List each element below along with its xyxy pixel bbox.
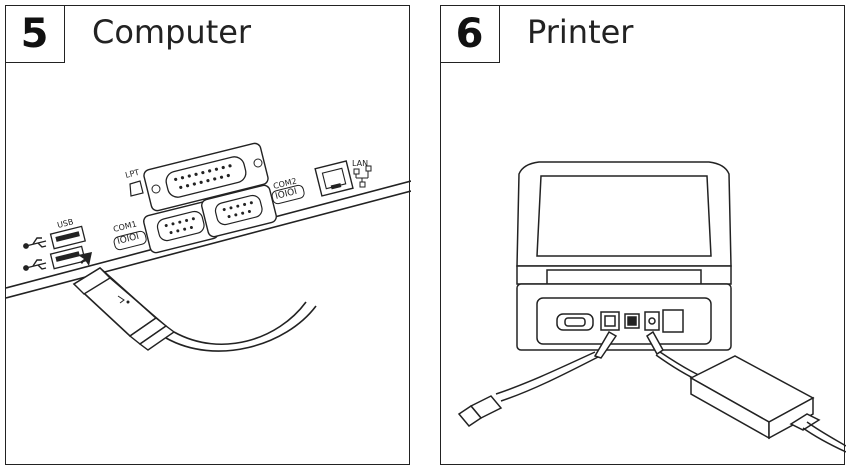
printer-illustration <box>441 6 846 466</box>
lpt-label: LPT <box>124 168 140 180</box>
printer-body <box>517 162 731 350</box>
power-adapter-illustration <box>691 356 846 452</box>
step-6-panel: 6 Printer <box>440 5 845 465</box>
usb-port-lower <box>51 246 86 268</box>
usb-port-upper <box>51 226 86 248</box>
usb-label: USB <box>56 217 74 230</box>
com1-label: COM1 <box>112 219 137 234</box>
lan-port <box>315 161 353 196</box>
computer-back-illustration: LPT COM1 IOIOI COM2 IOIOI <box>6 6 411 466</box>
step-5-panel: 5 Computer LPT <box>5 5 410 465</box>
usb-cable-plug <box>74 268 174 350</box>
network-icon <box>354 166 371 187</box>
usb-symbol-icon <box>24 260 46 270</box>
printer-small-icon <box>130 181 143 196</box>
usb-symbol-icon <box>24 238 46 248</box>
